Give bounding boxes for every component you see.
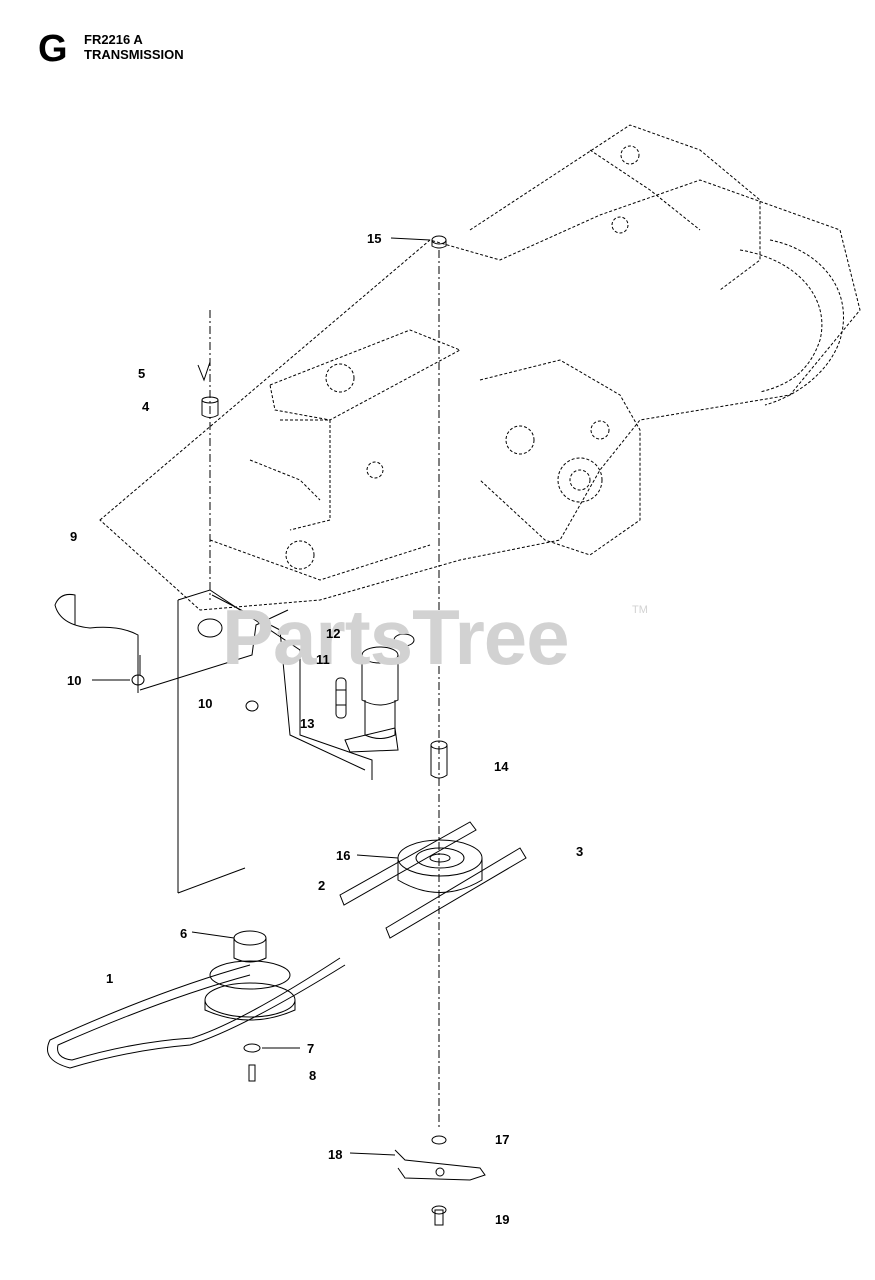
callout-3: 3 <box>576 844 584 859</box>
belt-2 <box>339 821 477 906</box>
part-10-nut-lower <box>245 700 259 712</box>
part-15-cap <box>431 235 447 249</box>
bracket-plate <box>177 589 373 894</box>
control-rod <box>54 594 289 693</box>
callout-14: 14 <box>494 759 509 774</box>
part-14-sleeve <box>430 740 448 779</box>
part-8-bolt <box>248 1064 256 1082</box>
callout-17: 17 <box>495 1132 510 1147</box>
part-4-spacer <box>201 396 219 418</box>
part-10-nut <box>131 674 145 686</box>
part-13-chain <box>335 677 399 753</box>
callout-16: 16 <box>336 848 351 863</box>
callout-18: 18 <box>328 1147 343 1162</box>
callout-11: 11 <box>316 652 330 667</box>
part-12-clip <box>393 633 415 647</box>
model-number: FR2216 A <box>84 32 143 47</box>
watermark-tm: TM <box>632 604 648 616</box>
callout-13: 13 <box>300 716 315 731</box>
callout-7: 7 <box>307 1041 315 1056</box>
callout-10-lower: 10 <box>198 696 213 711</box>
callout-2: 2 <box>318 878 326 893</box>
part-7-washer <box>243 1043 261 1053</box>
belt-1 <box>47 957 346 1069</box>
part-16-pulley <box>397 839 483 893</box>
chassis-outline <box>99 124 861 611</box>
callout-5: 5 <box>138 366 146 381</box>
callout-4: 4 <box>142 399 150 414</box>
callout-8: 8 <box>309 1068 317 1083</box>
watermark: PartsTree <box>222 593 570 681</box>
part-19-bolt <box>431 1205 447 1226</box>
section-letter: G <box>38 28 68 70</box>
diagram-title: TRANSMISSION <box>84 47 184 62</box>
belt-3 <box>385 847 527 939</box>
part-5-pin <box>197 361 211 382</box>
part-18-bracket <box>394 1149 486 1181</box>
callout-15: 15 <box>367 231 382 246</box>
callout-19: 19 <box>495 1212 510 1227</box>
callout-6: 6 <box>180 926 188 941</box>
callout-12: 12 <box>326 626 341 641</box>
callout-1: 1 <box>106 971 114 986</box>
part-17-washer <box>431 1135 447 1145</box>
callout-9: 9 <box>70 529 78 544</box>
callout-10: 10 <box>67 673 82 688</box>
